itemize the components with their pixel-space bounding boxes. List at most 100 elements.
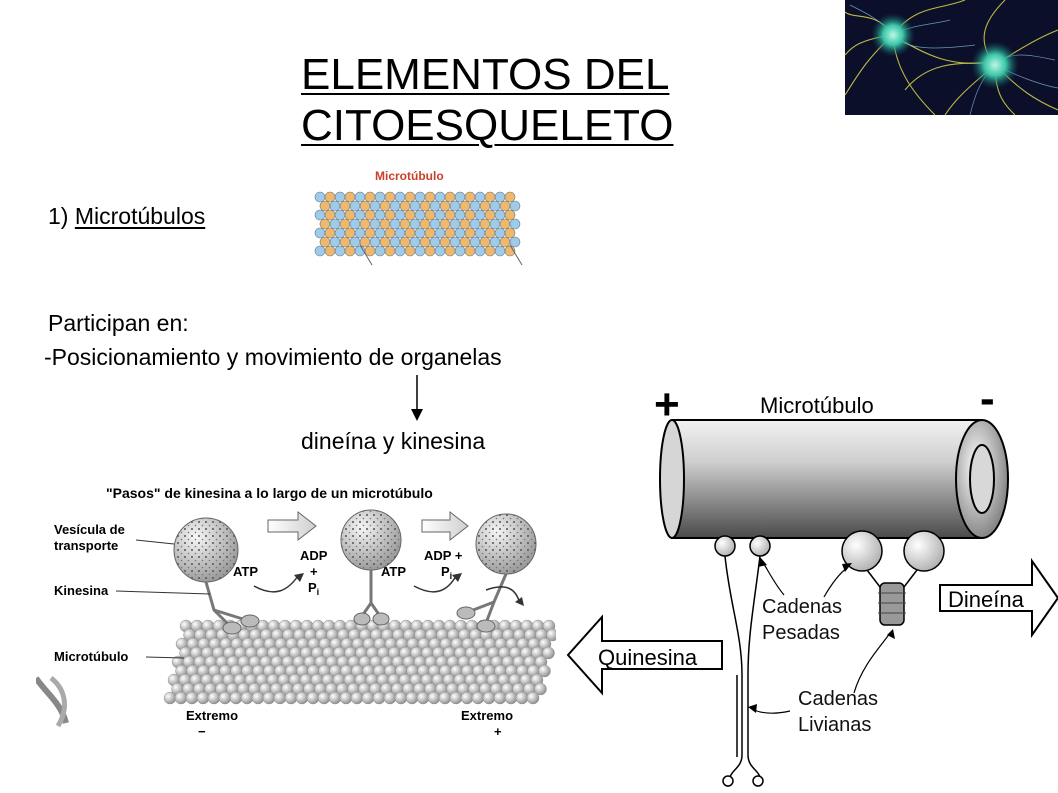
tubulin-dimer: [444, 191, 456, 203]
tubulin-dimer: [414, 209, 426, 221]
light-chains-label-line-2: Livianas: [798, 714, 871, 736]
tubulin-dimer: [414, 191, 426, 203]
tubulin-dimer: [314, 209, 326, 221]
light-chains-label-line-1: Cadenas: [798, 688, 878, 710]
tubulin-dimer: [374, 209, 386, 221]
tubulin-dimer: [449, 200, 461, 212]
tubulin-dimer: [474, 209, 486, 221]
transport-vesicle: [340, 509, 402, 571]
tubulin-dimer: [449, 236, 461, 248]
tubulin-dimer: [504, 227, 516, 239]
tubulin-bead: [438, 691, 452, 705]
tubulin-bead: [350, 691, 364, 705]
tubulin-dimer: [354, 209, 366, 221]
tubulin-dimer: [339, 218, 351, 230]
tubulin-dimer: [354, 227, 366, 239]
tubulin-dimer: [384, 209, 396, 221]
tubulin-bead: [196, 691, 210, 705]
tubulin-dimer: [349, 218, 361, 230]
heavy-chains-label-line-2: Pesadas: [762, 622, 840, 644]
tubulin-dimer: [324, 191, 336, 203]
vesicle-label-line-2: transporte: [54, 538, 118, 553]
heavy-chains-label-line-1: Cadenas: [762, 596, 842, 618]
tubulin-bead: [185, 691, 199, 705]
tubulin-dimer: [434, 191, 446, 203]
tubulin-bead: [339, 691, 353, 705]
tubulin-dimer: [409, 236, 421, 248]
tubulin-dimer: [389, 200, 401, 212]
tubulin-dimer: [444, 227, 456, 239]
tubulin-dimer: [399, 218, 411, 230]
tubulin-dimer: [404, 245, 416, 257]
microtubule-structure-illustration: Microtúbulo: [314, 169, 523, 266]
tubulin-dimer: [454, 245, 466, 257]
tubulin-dimer: [484, 227, 496, 239]
tubulin-dimer: [479, 218, 491, 230]
tubulin-bead: [240, 691, 254, 705]
microtubule-small-label: Microtúbulo: [375, 169, 444, 183]
tubulin-dimer: [444, 209, 456, 221]
tubulin-dimer: [339, 236, 351, 248]
tubulin-dimer: [384, 191, 396, 203]
tubulin-dimer: [499, 218, 511, 230]
tubulin-dimer: [489, 236, 501, 248]
tubulin-bead: [493, 691, 507, 705]
tubulin-dimer: [439, 200, 451, 212]
tubulin-bead: [207, 691, 221, 705]
tubulin-dimer: [434, 227, 446, 239]
tubulin-dimer: [369, 218, 381, 230]
tubulin-dimer: [464, 209, 476, 221]
tubulin-dimer: [379, 200, 391, 212]
tubulin-dimer: [394, 227, 406, 239]
tubulin-dimer: [374, 227, 386, 239]
tubulin-dimer: [404, 209, 416, 221]
tubulin-bead: [372, 691, 386, 705]
kinesin-molecule: [360, 570, 382, 617]
tubulin-dimer: [484, 209, 496, 221]
tubulin-dimer: [364, 191, 376, 203]
item-number: 1): [48, 203, 69, 229]
tubulin-dimer: [374, 245, 386, 257]
tubulin-bead: [449, 691, 463, 705]
minus-end-label: Extremo: [186, 708, 238, 723]
function-bullet-1: -Posicionamiento y movimiento de organel…: [44, 344, 502, 370]
tubulin-dimer: [424, 245, 436, 257]
tubulin-dimer: [314, 227, 326, 239]
motor-proteins-label: dineína y kinesina: [301, 428, 486, 454]
tubulin-dimer: [424, 209, 436, 221]
tubulin-dimer: [319, 218, 331, 230]
transport-vesicle: [173, 517, 239, 583]
tubulin-bead: [482, 691, 496, 705]
item-name: Microtúbulos: [74, 203, 206, 229]
tubulin-dimer: [409, 218, 421, 230]
tubulin-dimer: [314, 245, 326, 257]
kinesin-label: Kinesina: [54, 583, 109, 598]
tubulin-dimer: [394, 209, 406, 221]
tubulin-dimer: [364, 227, 376, 239]
tubulin-dimer: [404, 227, 416, 239]
pi-label-1: Pi: [308, 580, 319, 597]
tubulin-dimer: [479, 200, 491, 212]
tubulin-dimer: [329, 236, 341, 248]
tubulin-dimer: [374, 191, 386, 203]
tubulin-bead: [460, 691, 474, 705]
tubulin-dimer: [454, 209, 466, 221]
tubulin-dimer: [469, 200, 481, 212]
tubulin-dimer: [434, 209, 446, 221]
tubulin-dimer: [324, 245, 336, 257]
tubulin-dimer: [334, 209, 346, 221]
tubulin-bead: [405, 691, 419, 705]
tubulin-dimer: [414, 245, 426, 257]
tubulin-bead: [229, 691, 243, 705]
tubulin-dimer: [459, 236, 471, 248]
tubulin-dimer: [509, 200, 521, 212]
tubulin-dimer: [399, 200, 411, 212]
tubulin-dimer: [429, 218, 441, 230]
tubulin-dimer: [334, 245, 346, 257]
tubulin-dimer: [489, 200, 501, 212]
tubulin-dimer: [444, 245, 456, 257]
tubulin-dimer: [459, 200, 471, 212]
tubulin-bead: [394, 691, 408, 705]
plus-label-1: +: [310, 564, 318, 579]
tubulin-dimer: [439, 236, 451, 248]
